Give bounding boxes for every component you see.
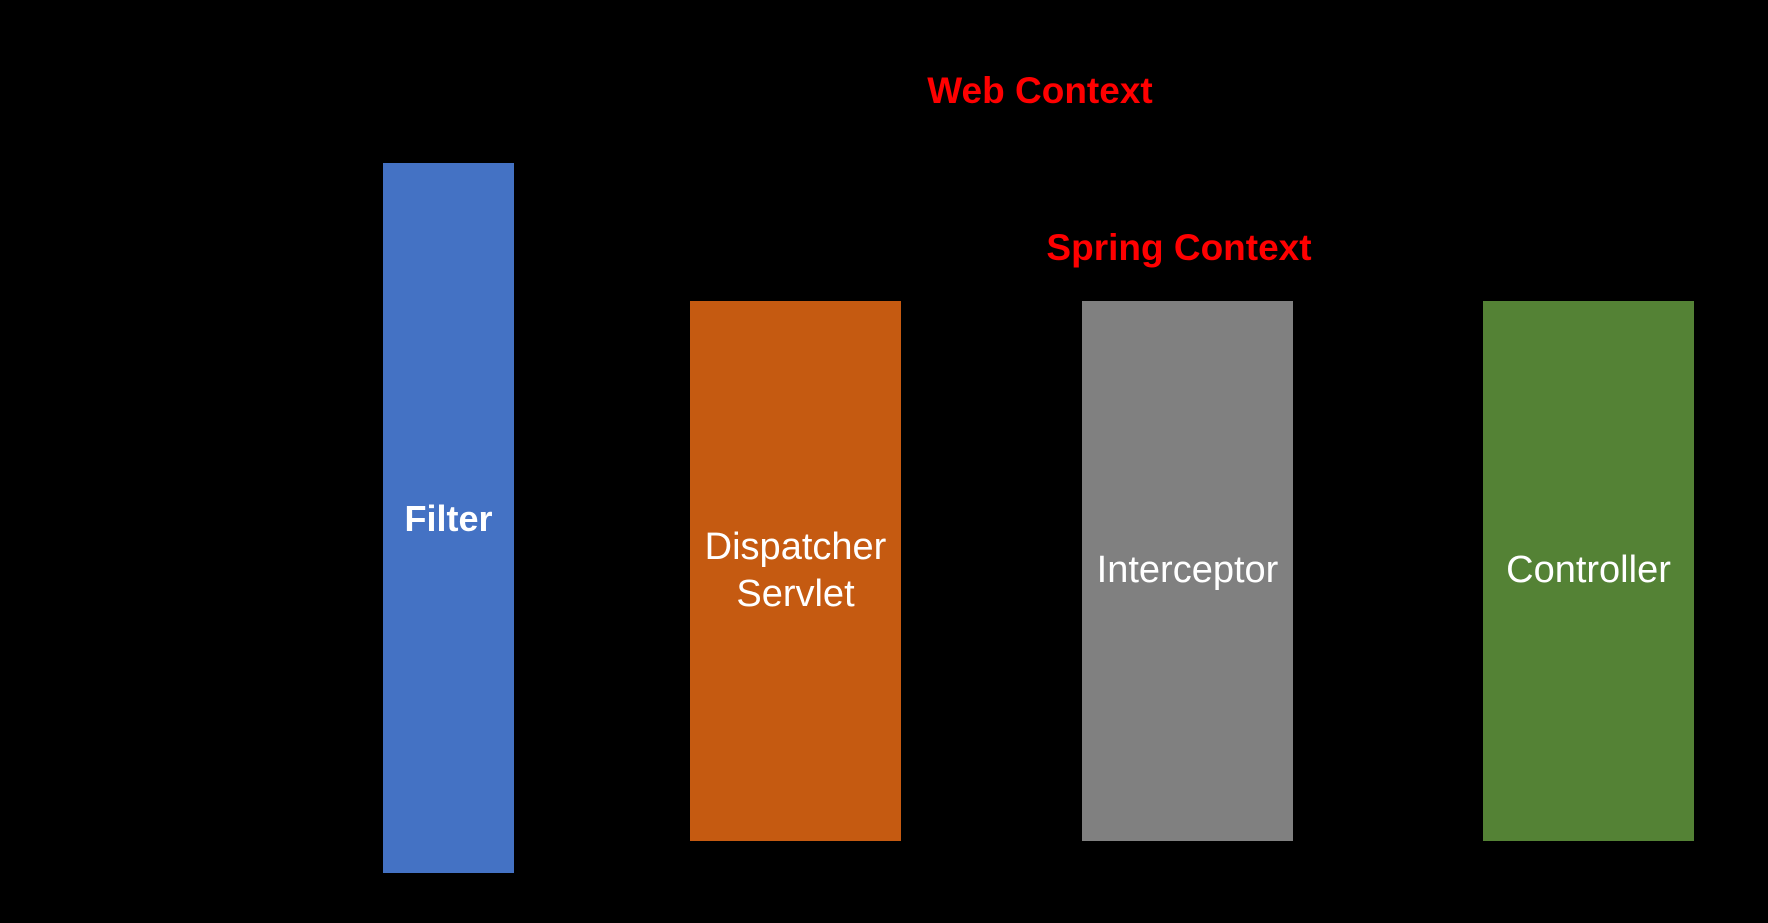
dispatcher-servlet-bar: Dispatcher Servlet <box>690 301 901 841</box>
controller-bar: Controller <box>1483 301 1694 841</box>
dispatcher-servlet-bar-label: Dispatcher Servlet <box>704 525 887 616</box>
filter-bar: Filter <box>383 163 514 873</box>
interceptor-bar-label: Interceptor <box>1096 549 1279 592</box>
filter-bar-label: Filter <box>404 497 493 539</box>
web-context-label: Web Context <box>927 70 1153 111</box>
spring-context-label: Spring Context <box>1046 227 1312 268</box>
controller-bar-label: Controller <box>1506 549 1671 592</box>
interceptor-bar: Interceptor <box>1082 301 1293 841</box>
